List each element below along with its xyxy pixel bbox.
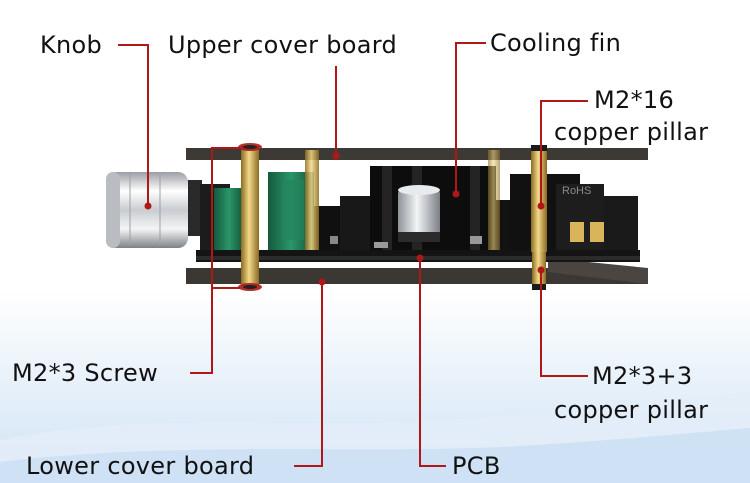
knob	[106, 172, 202, 248]
green-terminal	[214, 188, 244, 250]
label-m2-3-screw: M2*3 Screw	[12, 359, 159, 387]
leader-m2-16	[540, 100, 588, 206]
copper-pillar-m2-16	[531, 145, 547, 252]
label-lower-cover-board: Lower cover board	[26, 452, 255, 480]
label-pcb: PCB	[452, 452, 501, 480]
copper-pillar-left	[238, 143, 262, 260]
label-m2-16-line1: M2*16	[594, 86, 675, 114]
leader-m2-3-3	[540, 270, 588, 377]
leader-cooling-fin	[455, 42, 486, 194]
label-knob: Knob	[40, 31, 103, 59]
rohs-mark: RoHS	[562, 185, 591, 197]
label-m2-3-3-line2: copper pillar	[554, 396, 709, 424]
label-m2-16-line2: copper pillar	[554, 118, 709, 146]
leader-pcb	[419, 258, 446, 467]
leader-lower-cover-board	[294, 282, 323, 467]
leader-m2-3-screw	[190, 147, 240, 374]
label-m2-3-3-line1: M2*3+3	[592, 362, 693, 390]
capacitor	[398, 185, 440, 242]
leader-lines	[118, 42, 588, 467]
label-upper-cover-board: Upper cover board	[168, 31, 398, 59]
leader-knob	[118, 44, 149, 206]
label-cooling-fin: Cooling fin	[490, 29, 622, 57]
